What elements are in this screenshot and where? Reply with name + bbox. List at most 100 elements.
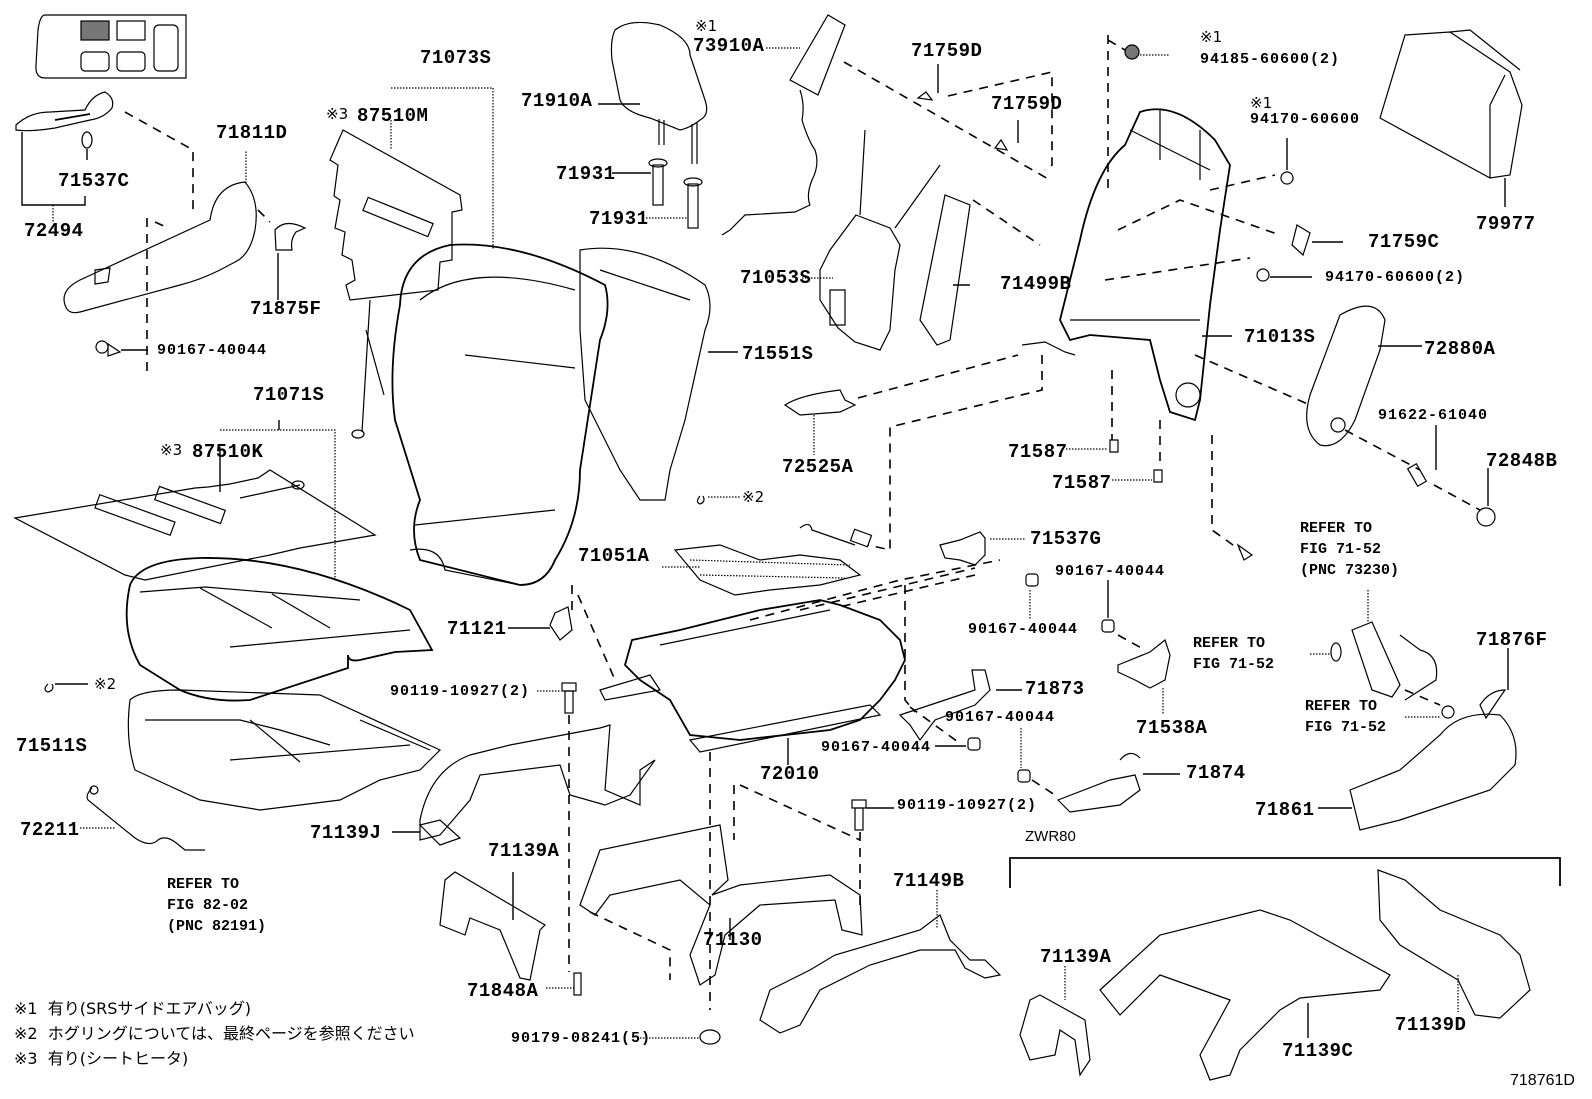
part-label-71139A-a[interactable]: 71139A — [488, 840, 560, 862]
part-label-90119-10927-a[interactable]: 90119-10927(2) — [390, 683, 531, 700]
part-label-71139D[interactable]: 71139D — [1395, 1014, 1467, 1036]
part-label-79977[interactable]: 79977 — [1476, 213, 1536, 235]
part-label-90167-40044-e[interactable]: 90167-40044 — [821, 739, 932, 756]
note-mark-1: ※1 — [1200, 28, 1223, 46]
cover-71876F — [1479, 689, 1507, 720]
part-label-94170-60600[interactable]: 94170-60600 — [1250, 111, 1361, 128]
part-label-71139C[interactable]: 71139C — [1282, 1040, 1354, 1062]
part-label-72211[interactable]: 72211 — [20, 819, 80, 841]
headrest-71910A — [598, 21, 708, 164]
note-mark-1: ※1 — [1250, 94, 1273, 112]
seatbelt-buckle — [1310, 590, 1455, 719]
part-label-71538A[interactable]: 71538A — [1136, 717, 1208, 739]
bolt-frame-lower — [1236, 543, 1254, 561]
part-label-71931-b[interactable]: 71931 — [589, 208, 649, 230]
part-label-71876F[interactable]: 71876F — [1476, 629, 1548, 651]
note-mark-3: ※3 — [160, 441, 183, 459]
part-label-72525A[interactable]: 72525A — [782, 456, 854, 478]
part-label-71121[interactable]: 71121 — [447, 618, 507, 640]
part-label-71759C[interactable]: 71759C — [1368, 231, 1440, 253]
part-label-71073S[interactable]: 71073S — [420, 47, 492, 69]
part-label-71511S[interactable]: 71511S — [16, 735, 88, 757]
zwr80-variant-bracket — [1009, 857, 1561, 888]
part-label-71874[interactable]: 71874 — [1186, 762, 1246, 784]
part-label-71587-b[interactable]: 71587 — [1052, 472, 1112, 494]
part-label-90167-40044-c[interactable]: 90167-40044 — [968, 621, 1079, 638]
part-label-72494[interactable]: 72494 — [24, 220, 84, 242]
note-mark-3: ※3 — [326, 105, 349, 123]
bolt-90119-a — [537, 682, 577, 714]
part-label-72010[interactable]: 72010 — [760, 763, 820, 785]
part-label-90167-40044-b[interactable]: 90167-40044 — [1055, 563, 1166, 580]
part-label-71551S[interactable]: 71551S — [742, 343, 814, 365]
part-label-90167-40044-d[interactable]: 90167-40044 — [945, 709, 1056, 726]
part-label-87510M[interactable]: 87510M — [357, 105, 429, 127]
cover-71139A-b — [1019, 966, 1091, 1077]
part-label-71811D[interactable]: 71811D — [216, 122, 288, 144]
part-label-71873[interactable]: 71873 — [1025, 678, 1085, 700]
part-label-71537C[interactable]: 71537C — [58, 170, 130, 192]
refer-fig-71-52-pnc-73230[interactable]: REFER TO FIG 71-52 (PNC 73230) — [1300, 520, 1400, 579]
part-label-71875F[interactable]: 71875F — [250, 298, 322, 320]
part-label-71149B[interactable]: 71149B — [893, 870, 965, 892]
footnote-2: ※2 ホグリングについては、最終ページを参照ください — [14, 1026, 415, 1042]
part-label-90179-08241[interactable]: 90179-08241(5) — [511, 1030, 652, 1047]
screw-90167-a — [95, 340, 148, 357]
part-label-71587-a[interactable]: 71587 — [1008, 441, 1068, 463]
part-label-71139A-b[interactable]: 71139A — [1040, 946, 1112, 968]
part-label-94185-60600[interactable]: 94185-60600(2) — [1200, 51, 1341, 68]
part-label-72880A[interactable]: 72880A — [1424, 338, 1496, 360]
screw-90167-d — [1017, 728, 1031, 783]
part-label-90119-10927-b[interactable]: 90119-10927(2) — [897, 797, 1038, 814]
part-label-71051A[interactable]: 71051A — [578, 545, 650, 567]
part-label-72848B[interactable]: 72848B — [1486, 450, 1558, 472]
part-label-71013S[interactable]: 71013S — [1244, 326, 1316, 348]
refer-fig-71-52-b[interactable]: REFER TO FIG 71-52 — [1305, 698, 1387, 736]
harness-72211 — [80, 785, 205, 851]
part-label-71499B[interactable]: 71499B — [1000, 273, 1072, 295]
clip-71587-a — [1109, 439, 1119, 453]
part-label-71071S[interactable]: 71071S — [253, 384, 325, 406]
rail-cover-71139D — [1377, 869, 1531, 1019]
part-label-71910A[interactable]: 71910A — [521, 90, 593, 112]
part-label-71053S[interactable]: 71053S — [740, 267, 812, 289]
part-label-94170-60600-2[interactable]: 94170-60600(2) — [1325, 269, 1466, 286]
clip-90179 — [699, 1029, 721, 1045]
hog-ring-icon-b — [696, 495, 705, 505]
part-label-90167-40044-a[interactable]: 90167-40044 — [157, 342, 268, 359]
part-label-71931-a[interactable]: 71931 — [556, 163, 616, 185]
screw-90167-c — [1101, 580, 1115, 633]
headrest-guides-71931 — [612, 158, 703, 229]
seat-locator-thumbnail — [35, 14, 187, 79]
part-label-71759D-b[interactable]: 71759D — [991, 93, 1063, 115]
part-label-71139J[interactable]: 71139J — [310, 822, 382, 844]
part-label-73910A[interactable]: 73910A — [693, 35, 765, 57]
refer-fig-82-02-pnc-82191[interactable]: REFER TO FIG 82-02 (PNC 82191) — [167, 876, 267, 935]
rail-cover-71139J — [392, 724, 656, 846]
armrest-cover-71811D — [63, 150, 307, 314]
bracket-72525A — [783, 389, 857, 455]
part-label-71861[interactable]: 71861 — [1255, 799, 1315, 821]
refer-fig-71-52-a[interactable]: REFER TO FIG 71-52 — [1193, 635, 1275, 673]
pad-79977 — [1379, 29, 1523, 207]
seatback-heater-87510M — [329, 120, 463, 439]
part-label-71759D-a[interactable]: 71759D — [911, 40, 983, 62]
bolt-91622 — [1406, 425, 1437, 487]
lumbar-support-71053S — [802, 129, 941, 351]
cap-72848B — [1476, 507, 1496, 527]
locator-selected-seat — [80, 20, 110, 41]
nut-94170-a — [1280, 171, 1294, 185]
part-label-71537G[interactable]: 71537G — [1030, 528, 1102, 550]
part-label-91622-61040[interactable]: 91622-61040 — [1378, 407, 1489, 424]
note-mark-1: ※1 — [695, 17, 718, 35]
clip-71759D-a — [916, 91, 934, 101]
bolt-cushion — [849, 528, 873, 548]
screw-90167-b — [1025, 573, 1039, 620]
part-label-71130[interactable]: 71130 — [703, 929, 763, 951]
part-label-87510K[interactable]: 87510K — [192, 441, 264, 463]
seat-adjuster-72010 — [599, 599, 906, 765]
part-label-71848A[interactable]: 71848A — [467, 980, 539, 1002]
clip-71759C — [1291, 224, 1311, 257]
clip-71587-b — [1153, 469, 1163, 483]
cushion-pad-71511S — [127, 689, 442, 811]
